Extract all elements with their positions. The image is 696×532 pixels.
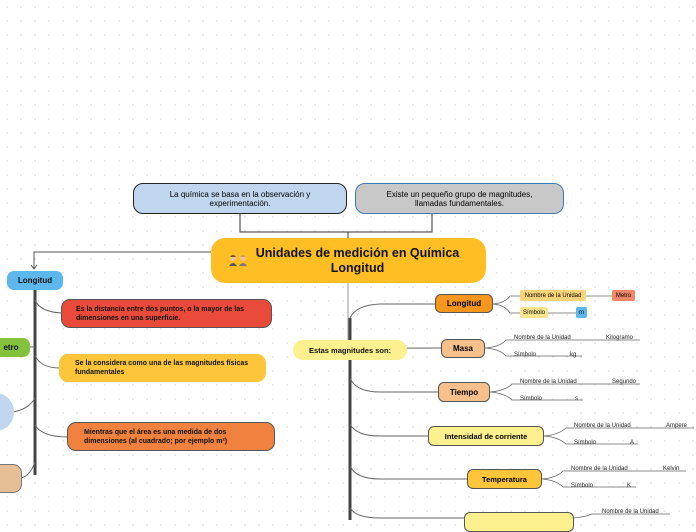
masa-unit-value: Kilogramo [606, 335, 634, 341]
definition-orange-text: Mientras que el área es una medida de do… [84, 428, 228, 445]
definition-yellow[interactable]: Se la considera como una de las magnitud… [59, 354, 266, 382]
tiempo-unit-label: Nombre de la Unidad [520, 379, 577, 385]
intensidad-unit-value: Ampere [666, 423, 688, 429]
magnitude-masa[interactable]: Masa [441, 339, 485, 358]
note-fundamental-text: Existe un pequeño grupo de magnitudes, l… [386, 189, 533, 208]
masa-symbol-label: Símbolo [514, 352, 537, 358]
partial-unit-label: Nombre de la Unidad [602, 509, 659, 515]
temperatura-unit-value: Kelvin [663, 466, 680, 472]
masa-symbol-value: kg [570, 352, 577, 358]
left-blue-circle[interactable] [0, 393, 14, 431]
left-longitud-label: Longitud [17, 276, 53, 285]
left-peach-node[interactable] [0, 464, 22, 493]
longitud-symbol-value: m [576, 307, 587, 318]
magnitude-partial[interactable] [464, 512, 574, 532]
definition-red-text: Es la distancia entre dos puntos, o la m… [76, 305, 245, 322]
magnitudes-hub[interactable]: Estas magnitudes son: [293, 340, 407, 360]
note-observation-text: La química se basa en la observación y e… [169, 189, 311, 208]
temperatura-symbol-value: K [627, 483, 632, 489]
intensidad-symbol-label: Símbolo [574, 440, 597, 446]
longitud-unit-label: Nombre de la Unidad [520, 290, 586, 301]
magnitude-temperatura[interactable]: Temperatura [467, 469, 542, 489]
people-icon [228, 254, 250, 271]
left-metro-label: etro [3, 343, 19, 352]
left-metro-node[interactable]: etro [0, 338, 30, 357]
magnitudes-hub-label: Estas magnitudes son: [308, 345, 392, 355]
note-observation[interactable]: La química se basa en la observación y e… [133, 183, 347, 214]
temperatura-symbol-label: Símbolo [571, 483, 594, 489]
definition-yellow-text: Se la considera como una de las magnitud… [75, 360, 249, 376]
magnitude-longitud-label: Longitud [446, 299, 482, 308]
intensidad-unit-label: Nombre de la Unidad [574, 423, 631, 429]
note-fundamental[interactable]: Existe un pequeño grupo de magnitudes, l… [355, 183, 564, 214]
longitud-symbol-label: Símbolo [520, 307, 548, 318]
magnitude-intensidad[interactable]: Intensidad de corriente [428, 426, 544, 446]
masa-unit-label: Nombre de la Unidad [514, 335, 571, 341]
magnitude-masa-label: Masa [452, 344, 473, 353]
magnitude-tiempo[interactable]: Tiempo [438, 382, 490, 402]
definition-orange[interactable]: Mientras que el área es una medida de do… [67, 422, 275, 451]
left-longitud-node[interactable]: Longitud [7, 271, 63, 290]
tiempo-symbol-label: Símbolo [520, 396, 543, 402]
tiempo-symbol-value: s [575, 396, 578, 402]
magnitude-intensidad-label: Intensidad de corriente [444, 431, 528, 441]
definition-red[interactable]: Es la distancia entre dos puntos, o la m… [61, 299, 272, 328]
main-title: Unidades de medición en Química [255, 245, 460, 260]
main-topic[interactable]: Unidades de medición en Química Longitud [211, 238, 486, 283]
longitud-unit-value: Metro [612, 290, 635, 301]
intensidad-symbol-value: A [630, 440, 635, 446]
magnitude-tiempo-label: Tiempo [449, 387, 479, 397]
tiempo-unit-value: Segundo [612, 379, 637, 385]
temperatura-unit-label: Nombre de la Unidad [571, 466, 628, 472]
magnitude-longitud[interactable]: Longitud [435, 294, 493, 313]
main-subtitle: Longitud [330, 260, 385, 275]
magnitude-temperatura-label: Temperatura [482, 474, 527, 484]
